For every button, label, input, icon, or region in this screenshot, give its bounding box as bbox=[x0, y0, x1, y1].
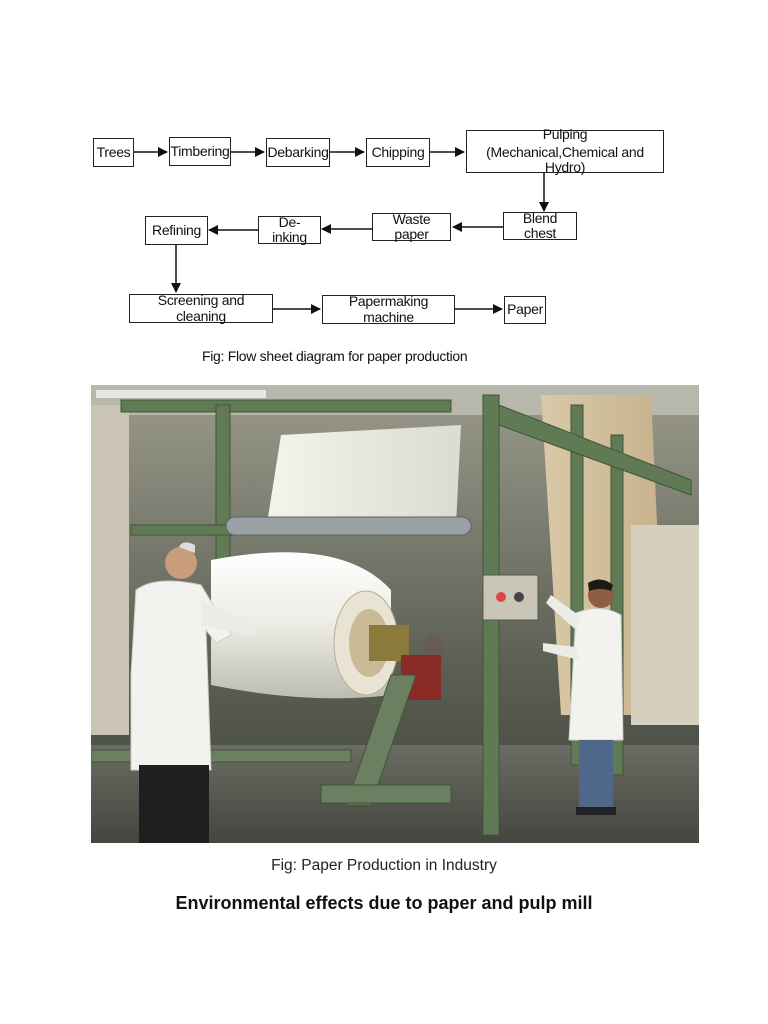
node-waste-paper: Waste paper bbox=[372, 210, 451, 242]
node-de-inking: De-inking bbox=[258, 213, 321, 245]
node-label: Refining bbox=[152, 221, 201, 238]
node-label: Papermaking machine bbox=[348, 293, 429, 325]
node-label: De-inking bbox=[272, 213, 307, 245]
node-pulping: Pulping (Mechanical,Chemical and Hydro) bbox=[466, 126, 664, 176]
node-label-sub: (Mechanical,Chemical and Hydro) bbox=[486, 143, 644, 176]
flow-arrows bbox=[134, 147, 549, 314]
worker-left bbox=[130, 542, 256, 843]
worker-right bbox=[543, 579, 624, 815]
node-label: Debarking bbox=[267, 143, 329, 160]
node-timbering: Timbering bbox=[169, 137, 231, 166]
node-blend-chest: Blend chest bbox=[503, 209, 577, 241]
flow-caption: Fig: Flow sheet diagram for paper produc… bbox=[202, 348, 468, 364]
node-trees: Trees bbox=[93, 138, 134, 167]
node-label: Timbering bbox=[170, 142, 230, 159]
node-label: Trees bbox=[96, 143, 131, 160]
node-label: Blend chest bbox=[522, 209, 558, 241]
node-chipping: Chipping bbox=[366, 138, 430, 167]
node-debarking: Debarking bbox=[266, 138, 330, 167]
node-papermaking: Papermaking machine bbox=[322, 293, 455, 325]
photo-caption: Fig: Paper Production in Industry bbox=[271, 857, 497, 874]
node-label: Waste paper bbox=[392, 210, 431, 242]
section-heading: Environmental effects due to paper and p… bbox=[175, 893, 593, 913]
node-paper: Paper bbox=[504, 296, 546, 324]
photo-illustration bbox=[91, 385, 699, 843]
node-label: Pulping bbox=[542, 126, 588, 143]
node-refining: Refining bbox=[145, 216, 208, 245]
node-label: Paper bbox=[507, 301, 543, 318]
flow-sheet-diagram: Trees Timbering Debarking Chipping Pulpi… bbox=[0, 0, 768, 380]
node-label: Chipping bbox=[371, 143, 425, 160]
industry-photo bbox=[91, 385, 699, 843]
node-label: Screening and cleaning bbox=[157, 292, 245, 324]
node-screening: Screening and cleaning bbox=[129, 292, 273, 324]
